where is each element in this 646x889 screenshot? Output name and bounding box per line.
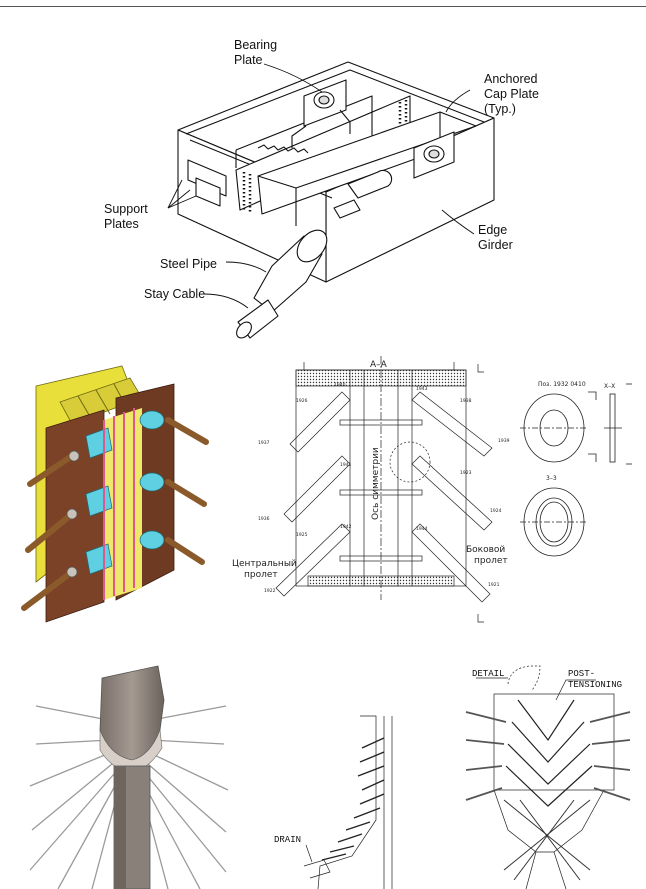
leader-lines	[167, 63, 475, 309]
detail-title: Поз. 1932 0410	[538, 381, 586, 388]
post-tensioning-label-2: TENSIONING	[568, 680, 622, 690]
mark-inner-4: 1944	[416, 526, 428, 532]
drain-label: DRAIN	[274, 835, 301, 845]
anchorage-box-drawing	[177, 61, 495, 339]
mark-right-0: 1939	[498, 438, 510, 444]
center-span-2: пролет	[244, 570, 278, 580]
side-span-2: пролет	[474, 556, 508, 566]
mark-right-2: 1924	[490, 508, 502, 514]
label-edge-girder-1: Edge	[478, 223, 507, 237]
label-bearing-plate-1: Bearing	[234, 38, 277, 52]
side-span-1: Боковой	[466, 545, 505, 555]
post-tensioning-drawing	[465, 665, 631, 889]
label-bearing-plate-2: Plate	[234, 53, 263, 67]
label-stay-cable: Stay Cable	[144, 287, 205, 301]
view-xx: Х–Х	[604, 383, 615, 390]
mark-inner-3: 1943	[416, 386, 428, 392]
mark-inner-1: 1941	[340, 462, 352, 468]
part-marks: 1937 1936 1926 1925 1922 1939 1938 1924 …	[258, 382, 510, 594]
post-tensioning-label-1: POST-	[568, 669, 595, 679]
section-title: А–А	[370, 360, 388, 370]
label-steel-pipe: Steel Pipe	[160, 257, 217, 271]
label-anchored-cap-plate-2: Cap Plate	[484, 87, 539, 101]
label-anchored-cap-plate-3: (Typ.)	[484, 102, 516, 116]
mark-right-3: 1923	[460, 470, 472, 476]
colored-anchor-model	[21, 365, 209, 623]
center-span-1: Центральный	[232, 559, 297, 569]
mark-inner-0: 1940	[334, 382, 346, 388]
mark-left-4: 1922	[264, 588, 276, 594]
label-edge-girder-2: Girder	[478, 238, 513, 252]
top-rule	[0, 6, 646, 7]
drain-detail-drawing	[303, 715, 393, 889]
mark-right-4: 1921	[488, 582, 500, 588]
pylon-rendering	[29, 665, 229, 889]
plate-detail-drawing	[520, 383, 632, 557]
label-support-plates-2: Plates	[104, 217, 139, 231]
mark-left-2: 1926	[296, 398, 308, 404]
mark-right-1: 1938	[460, 398, 472, 404]
view-33: 3–3	[546, 475, 557, 482]
mark-left-1: 1936	[258, 516, 270, 522]
mark-left-3: 1925	[296, 532, 308, 538]
symmetry-axis-label: Ось симметрии	[371, 447, 381, 520]
label-support-plates-1: Support	[104, 202, 148, 216]
section-aa-drawing	[275, 356, 493, 623]
mark-inner-2: 1942	[340, 524, 352, 530]
label-anchored-cap-plate-1: Anchored	[484, 72, 538, 86]
detail-label: DETAIL	[472, 669, 504, 679]
mark-left-0: 1937	[258, 440, 270, 446]
